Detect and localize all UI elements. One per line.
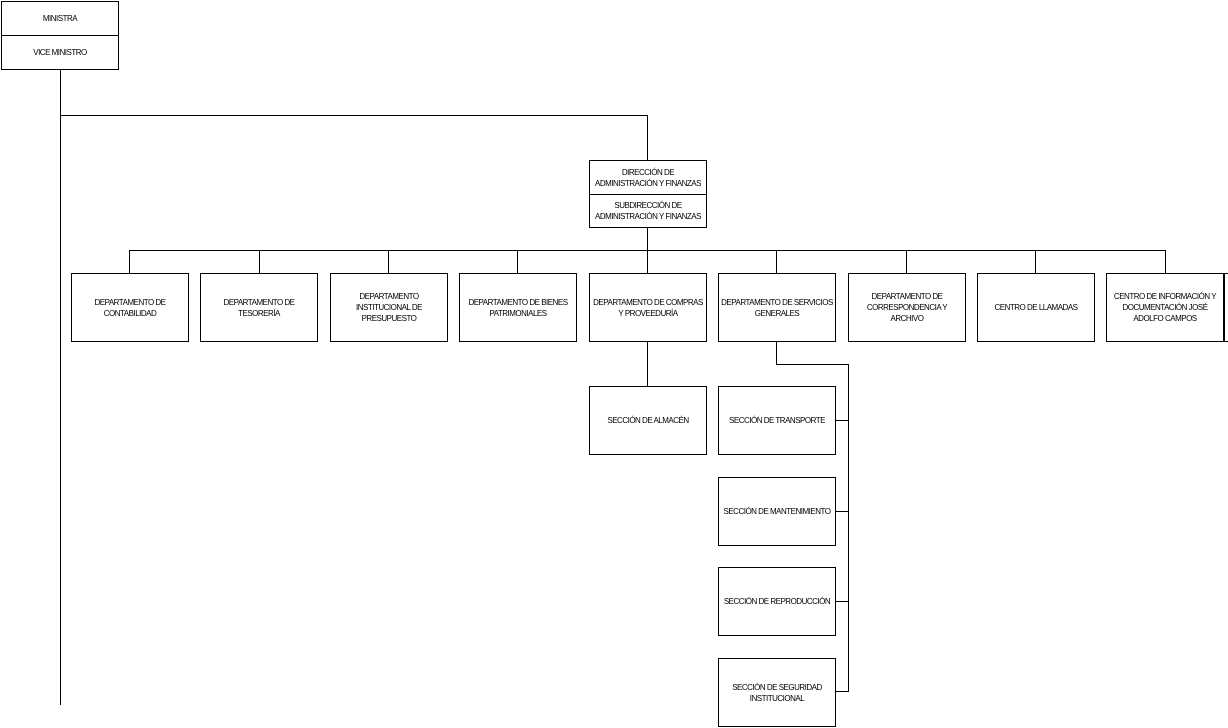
node-almacen: SECCIÓN DE ALMACÉN	[589, 386, 707, 455]
node-offpage-edge	[1224, 273, 1228, 342]
node-reproduccion: SECCIÓN DE REPRODUCCIÓN	[718, 567, 836, 636]
node-tesoreria: DEPARTAMENTO DE TESORERÍA	[200, 273, 318, 342]
node-compras: DEPARTAMENTO DE COMPRAS Y PROVEEDURÍA	[589, 273, 707, 342]
node-seguridad: SECCIÓN DE SEGURIDAD INSTITUCIONAL	[718, 658, 836, 727]
node-vice-ministro: VICE MINISTRO	[1, 35, 119, 70]
node-correspondencia: DEPARTAMENTO DE CORRESPONDENCIA Y ARCHIV…	[848, 273, 966, 342]
node-servicios: DEPARTAMENTO DE SERVICIOS GENERALES	[718, 273, 836, 342]
node-subdireccion: SUBDIRECCIÓN DE ADMINISTRACIÓN Y FINANZA…	[589, 194, 707, 228]
node-contabilidad: DEPARTAMENTO DE CONTABILIDAD	[71, 273, 189, 342]
node-bienes: DEPARTAMENTO DE BIENES PATRIMONIALES	[459, 273, 577, 342]
node-transporte: SECCIÓN DE TRANSPORTE	[718, 386, 836, 455]
node-llamadas: CENTRO DE LLAMADAS	[977, 273, 1095, 342]
node-mantenimiento: SECCIÓN DE MANTENIMIENTO	[718, 477, 836, 546]
node-direccion: DIRECCIÓN DE ADMINISTRACIÓN Y FINANZAS	[589, 160, 707, 195]
node-ministra: MINISTRA	[1, 1, 119, 36]
node-presupuesto: DEPARTAMENTO INSTITUCIONAL DE PRESUPUEST…	[330, 273, 448, 342]
node-centro-info: CENTRO DE INFORMACIÓN Y DOCUMENTACIÓN JO…	[1106, 273, 1224, 342]
